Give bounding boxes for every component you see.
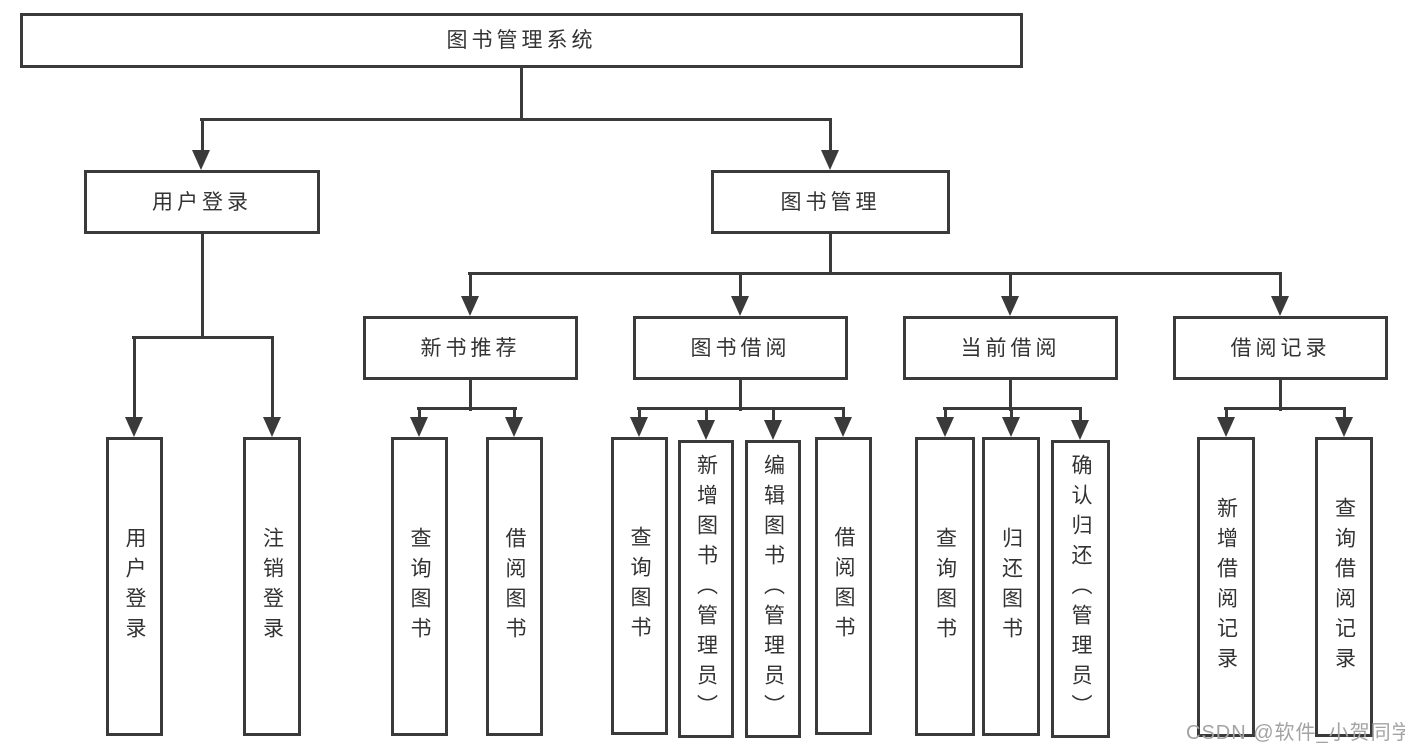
arrow-down-icon: [731, 296, 749, 316]
leaf-label: 编辑图书（管理员）: [761, 454, 785, 724]
connector-line: [201, 118, 204, 158]
connector-line: [201, 234, 204, 339]
connector-line: [133, 336, 136, 421]
connector-line: [1010, 407, 1013, 421]
connector-line: [1079, 407, 1082, 424]
connector-line: [1009, 272, 1012, 299]
connector-line: [829, 118, 832, 158]
node-leaf-add-borrow-record: 新增借阅记录: [1197, 437, 1255, 737]
node-current-borrowing: 当前借阅: [903, 316, 1118, 380]
connector-line: [468, 272, 1282, 275]
node-borrowing-records: 借阅记录: [1173, 316, 1388, 380]
arrow-down-icon: [1271, 296, 1289, 316]
arrow-down-icon: [410, 417, 428, 437]
arrow-down-icon: [1335, 417, 1353, 437]
node-leaf-logout: 注销登录: [243, 437, 301, 736]
arrow-down-icon: [1002, 417, 1020, 437]
connector-line: [739, 272, 742, 299]
connector-line: [772, 407, 775, 424]
leaf-label: 借阅图书: [832, 526, 855, 646]
connector-line: [944, 407, 947, 421]
connector-line: [829, 234, 832, 275]
connector-line: [842, 407, 845, 421]
connector-line: [705, 407, 708, 424]
leaf-label: 注销登录: [260, 526, 284, 647]
node-leaf-query-books-borrow: 查询图书: [611, 437, 668, 735]
leaf-label: 查询借阅记录: [1332, 497, 1356, 677]
connector-line: [1279, 380, 1282, 411]
arrow-down-icon: [936, 417, 954, 437]
arrow-down-icon: [1001, 296, 1019, 316]
connector-line: [739, 380, 742, 411]
connector-line: [469, 272, 472, 299]
connector-line: [271, 336, 274, 421]
connector-line: [1343, 407, 1346, 421]
connector-line: [469, 380, 472, 411]
node-leaf-add-books-admin: 新增图书（管理员）: [678, 440, 734, 738]
node-book-borrowing: 图书借阅: [633, 316, 848, 380]
node-leaf-confirm-return-admin: 确认归还（管理员）: [1051, 440, 1110, 738]
node-book-management: 图书管理: [711, 170, 950, 234]
arrow-down-icon: [1071, 420, 1089, 440]
node-leaf-borrow-books-recommend: 借阅图书: [486, 437, 543, 736]
arrow-down-icon: [263, 417, 281, 437]
arrow-down-icon: [461, 296, 479, 316]
arrow-down-icon: [192, 150, 210, 170]
node-leaf-query-books-current: 查询图书: [915, 437, 975, 736]
leaf-label: 确认归还（管理员）: [1069, 454, 1092, 724]
node-leaf-query-books-recommend: 查询图书: [391, 437, 448, 736]
connector-line: [1009, 380, 1012, 411]
connector-line: [418, 407, 421, 421]
node-leaf-user-login: 用户登录: [106, 437, 163, 736]
connector-line: [1225, 407, 1228, 421]
leaf-label: 归还图书: [999, 526, 1023, 647]
node-leaf-edit-books-admin: 编辑图书（管理员）: [745, 440, 801, 738]
arrow-down-icon: [1217, 417, 1235, 437]
leaf-label: 新增借阅记录: [1214, 497, 1238, 677]
node-new-book-recommend: 新书推荐: [363, 316, 578, 380]
connector-line: [200, 118, 832, 121]
arrow-down-icon: [505, 417, 523, 437]
connector-line: [637, 407, 845, 410]
connector-line: [132, 336, 274, 339]
leaf-label: 查询图书: [628, 526, 651, 646]
connector-line: [1224, 407, 1346, 410]
leaf-label: 用户登录: [123, 526, 146, 647]
node-library-system: 图书管理系统: [20, 13, 1023, 68]
watermark: CSDN @软件_小贺同学: [1186, 722, 1405, 744]
arrow-down-icon: [764, 420, 782, 440]
node-leaf-return-books: 归还图书: [982, 437, 1040, 736]
leaf-label: 查询图书: [933, 526, 957, 647]
node-user-login: 用户登录: [84, 170, 320, 234]
node-leaf-query-borrow-record: 查询借阅记录: [1315, 437, 1373, 737]
connector-line: [513, 407, 516, 421]
arrow-down-icon: [630, 417, 648, 437]
arrow-down-icon: [697, 420, 715, 440]
connector-line: [417, 407, 517, 410]
leaf-label: 借阅图书: [503, 526, 526, 647]
connector-line: [638, 407, 641, 421]
arrow-down-icon: [125, 417, 143, 437]
leaf-label: 新增图书（管理员）: [694, 454, 718, 724]
node-leaf-borrow-books: 借阅图书: [815, 437, 872, 735]
arrow-down-icon: [821, 150, 839, 170]
connector-line: [520, 68, 523, 121]
connector-line: [1279, 272, 1282, 299]
arrow-down-icon: [834, 417, 852, 437]
leaf-label: 查询图书: [408, 526, 431, 647]
